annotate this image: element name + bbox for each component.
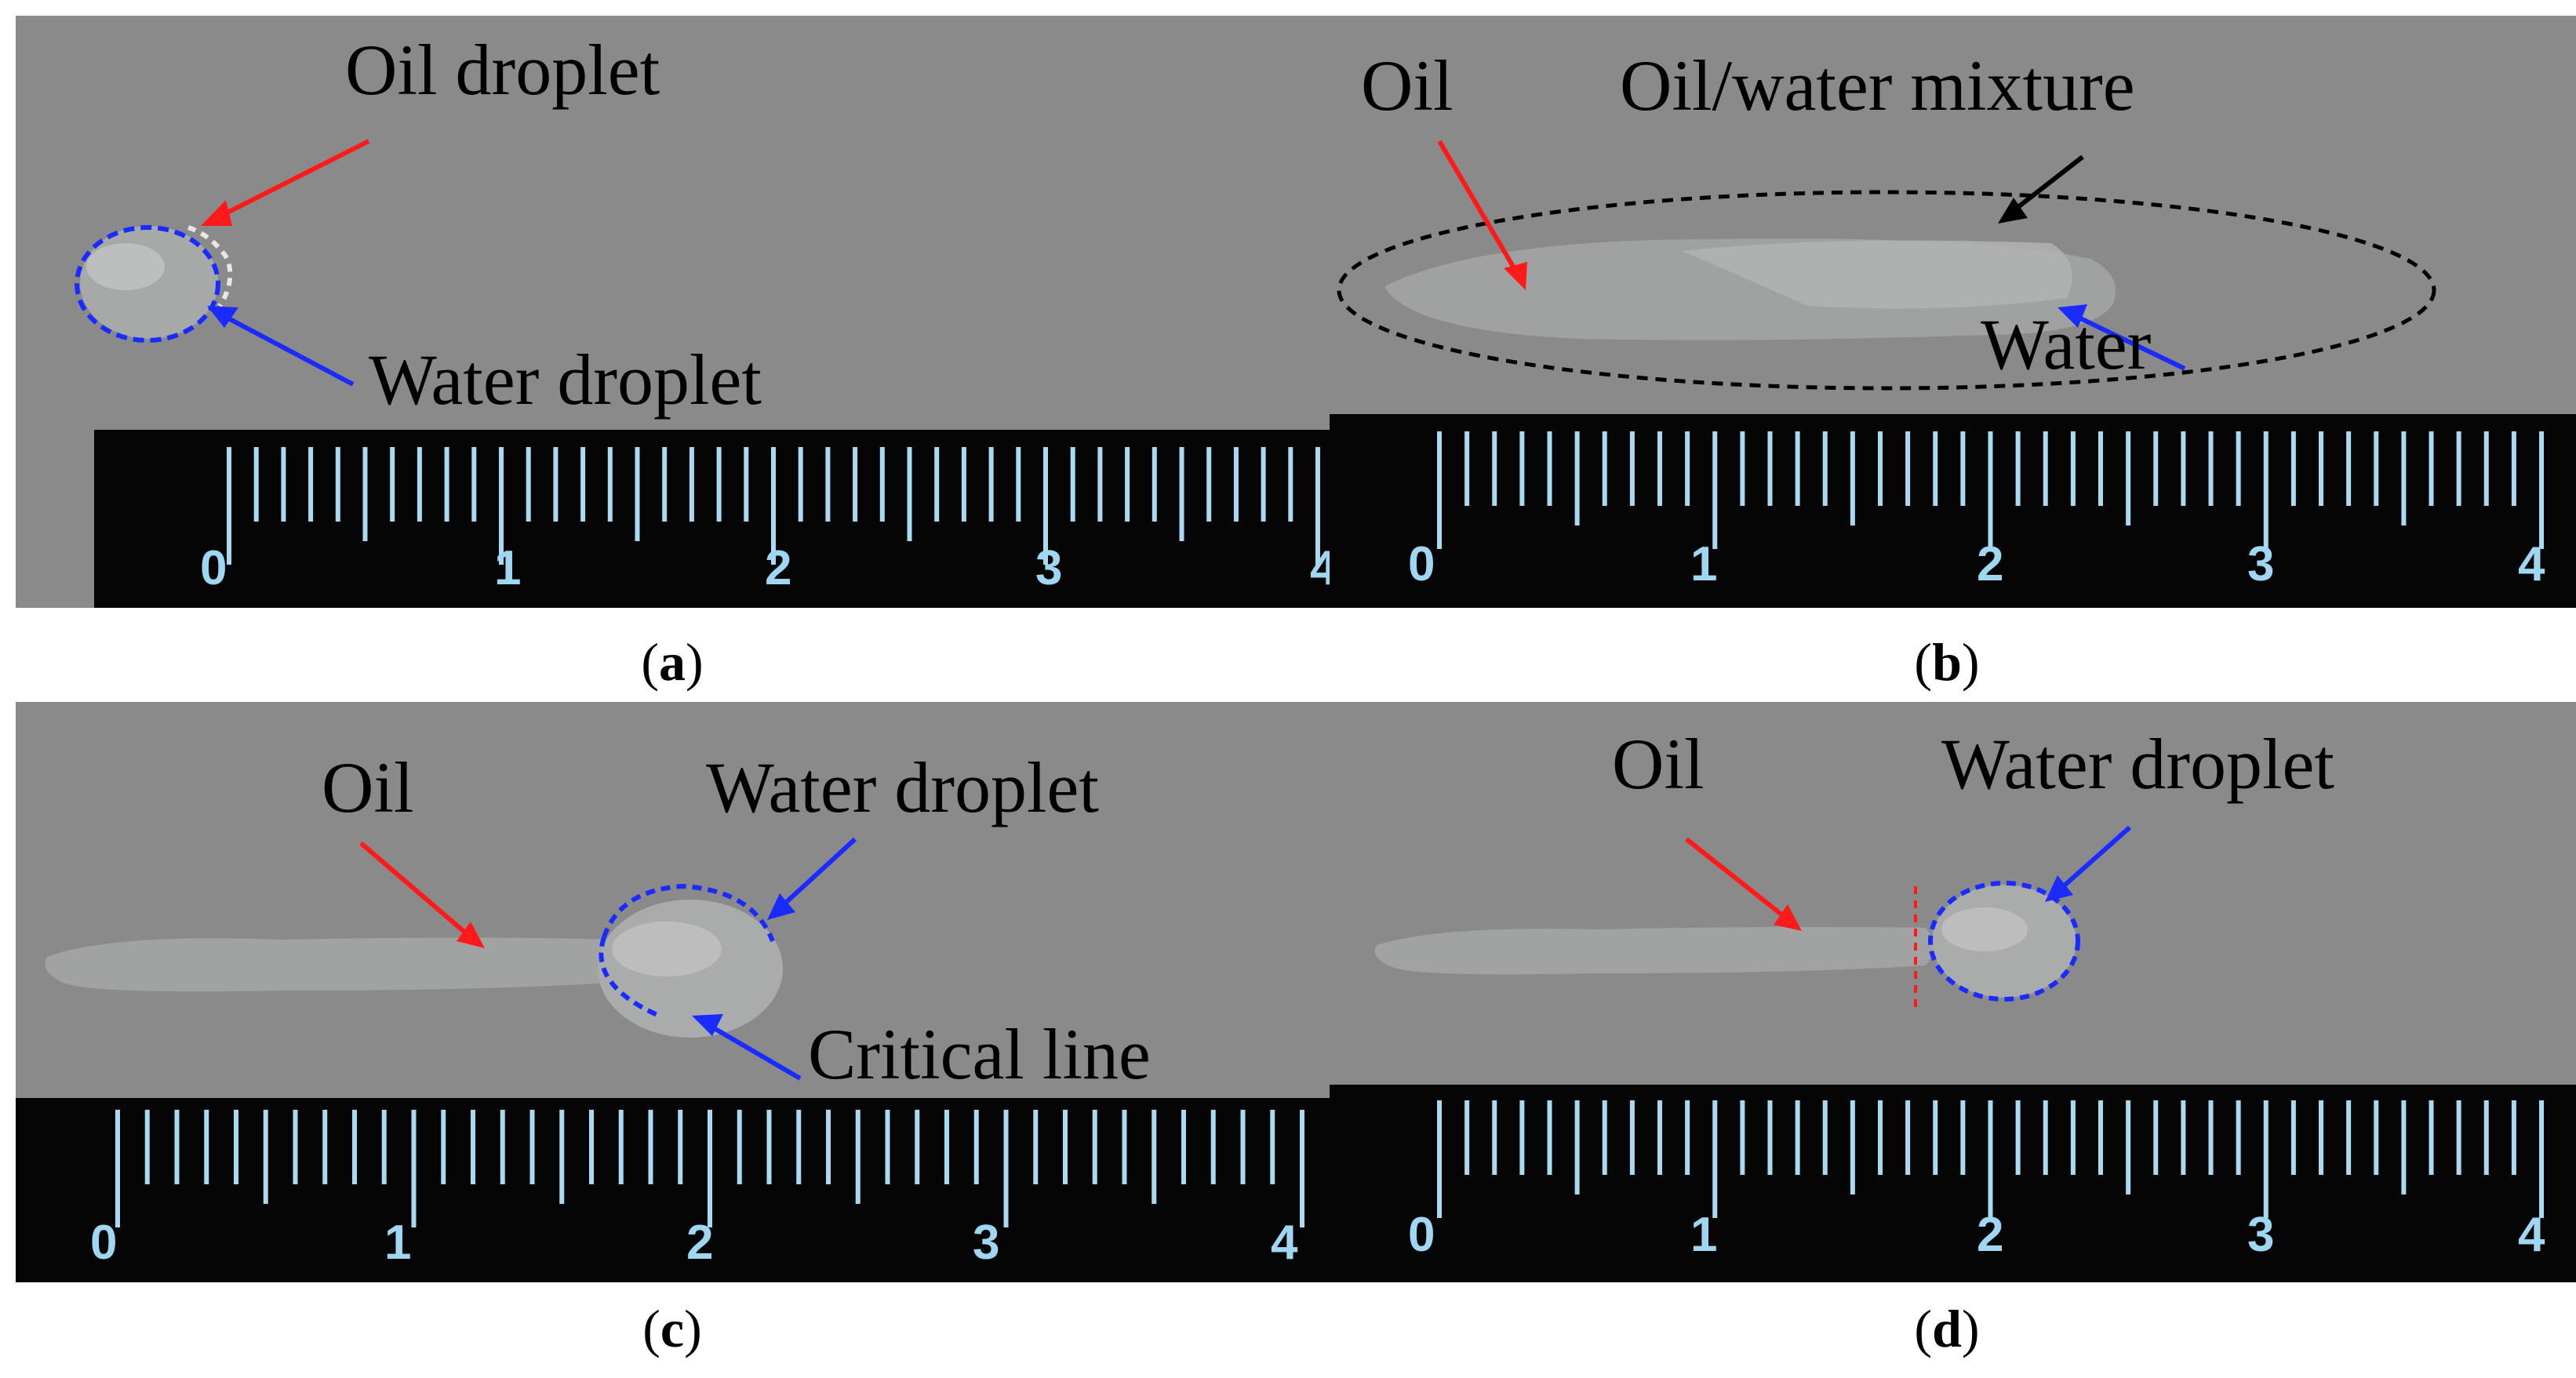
water-arrow <box>778 837 857 910</box>
ruler-number: 3 <box>2247 537 2274 591</box>
mixture-arrow <box>2010 155 2084 214</box>
panel-a-photo: Oil droplet Water droplet 0 1 2 3 4 <box>16 16 1330 608</box>
label-water-droplet: Water droplet <box>369 340 762 420</box>
label-water: Water <box>1981 304 2151 384</box>
label-oil: Oil <box>322 747 414 827</box>
water-arrowhead <box>2045 875 2073 902</box>
label-oil: Oil <box>1612 724 1705 804</box>
water-arrowhead <box>2058 304 2087 328</box>
oil-arrowhead <box>1504 262 1527 290</box>
ruler-ticks <box>227 447 1320 565</box>
water-droplet-outline <box>602 883 775 943</box>
water-arrow <box>2058 825 2131 893</box>
ruler-number: 0 <box>1408 1208 1435 1262</box>
ruler-number: 0 <box>90 1216 117 1270</box>
ruler-number: 1 <box>1690 537 1717 591</box>
panel-b-caption: (b) <box>1914 632 1980 692</box>
water-droplet-outline <box>1928 881 2080 1002</box>
label-critical-line: Critical line <box>808 1014 1151 1094</box>
critical-line-arrow <box>704 1021 802 1081</box>
oil-arrow <box>1437 140 1520 276</box>
oil-arrowhead <box>1774 904 1802 931</box>
ruler <box>94 430 1330 608</box>
ruler <box>16 1098 1330 1282</box>
ruler-ticks <box>1437 431 2544 549</box>
oil-arrowhead <box>457 922 485 948</box>
ruler <box>1330 414 2576 608</box>
ruler <box>1330 1085 2576 1282</box>
label-oil: Oil <box>1361 45 1454 125</box>
ruler-number: 2 <box>1977 537 2003 591</box>
ruler-number: 4 <box>1310 541 1330 595</box>
label-oil-droplet: Oil droplet <box>345 30 660 110</box>
droplet-highlight <box>86 243 165 290</box>
critical-line-arrowhead <box>692 1014 723 1036</box>
ruler-ticks <box>1437 1100 2544 1218</box>
ruler-number: 3 <box>973 1216 999 1270</box>
panel-d-photo: Oil Water droplet 0 1 2 3 4 <box>1330 702 2576 1282</box>
label-oil-water-mixture: Oil/water mixture <box>1620 45 2135 125</box>
oil-droplet-edge <box>187 225 233 307</box>
ruler-number: 3 <box>1035 541 1062 595</box>
ruler-number: 4 <box>2518 537 2545 591</box>
ruler-number: 1 <box>494 541 521 595</box>
panel-a-caption: (a) <box>641 632 704 692</box>
ruler-number: 2 <box>686 1216 713 1270</box>
mixture-highlight <box>1683 240 2072 309</box>
water-arrowhead <box>207 306 238 328</box>
ruler-number: 1 <box>384 1216 411 1270</box>
label-water-droplet: Water droplet <box>706 747 1099 827</box>
droplet-highlight <box>1941 907 2028 951</box>
ruler-number: 4 <box>1271 1216 1298 1270</box>
ruler-number: 1 <box>1690 1208 1717 1262</box>
panel-c-caption: (c) <box>642 1299 702 1358</box>
ruler-number: 3 <box>2247 1208 2274 1262</box>
oil-arrow <box>1685 837 1790 922</box>
oil-film-shape <box>45 937 620 992</box>
droplet-highlight <box>612 922 722 976</box>
label-water-droplet: Water droplet <box>1941 724 2334 804</box>
ruler-number: 4 <box>2518 1208 2545 1262</box>
water-arrow <box>218 311 355 387</box>
water-droplet-outline <box>75 225 220 343</box>
oil-arrow <box>359 841 472 940</box>
ruler-number: 0 <box>200 541 227 595</box>
oil-arrowhead <box>201 200 232 226</box>
ruler-number: 2 <box>1977 1208 2003 1262</box>
water-arrowhead <box>767 893 795 920</box>
water-arrow <box>2069 311 2186 371</box>
panel-c-photo: Oil Water droplet Critical line 0 1 2 3 … <box>16 702 1330 1282</box>
ruler-ticks <box>115 1110 1304 1227</box>
ruler-number: 2 <box>765 541 791 595</box>
mixture-arrowhead <box>1998 198 2028 224</box>
oil-film-shape <box>1374 926 1934 975</box>
mixture-outline <box>1337 190 2436 391</box>
panel-d-caption: (d) <box>1914 1299 1980 1358</box>
oil-arrow <box>212 139 370 222</box>
ruler-number: 0 <box>1408 537 1435 591</box>
panel-b-photo: Oil Oil/water mixture Water 0 1 2 3 4 <box>1330 16 2576 608</box>
